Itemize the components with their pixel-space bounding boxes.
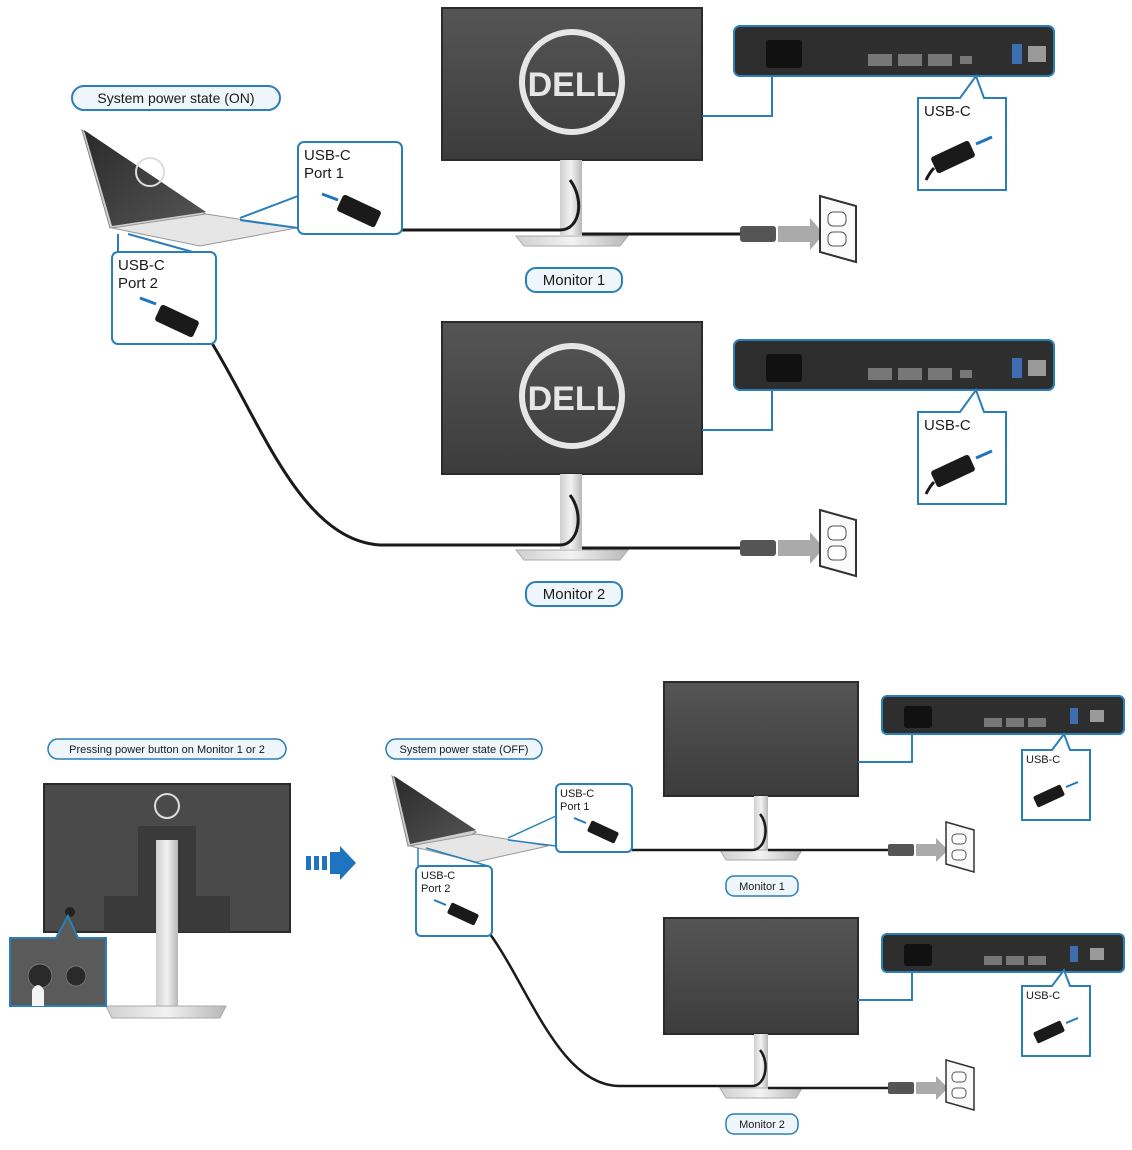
- bottom-monitor-1: [663, 681, 859, 861]
- svg-text:System power state (OFF): System power state (OFF): [400, 744, 529, 756]
- svg-text:USB-C: USB-C: [924, 417, 971, 434]
- bottom-usbc-port1-callout: USB-C Port 1: [507, 783, 633, 853]
- svg-text:System power state (ON): System power state (ON): [97, 90, 254, 106]
- bottom-monitor-2: [663, 917, 859, 1099]
- svg-text:Port 1: Port 1: [560, 801, 589, 813]
- top-monitor-2-label: Monitor 2: [525, 581, 623, 607]
- bottom-laptop: [391, 774, 549, 863]
- bottom-system-state-label: System power state (OFF): [385, 738, 543, 760]
- top-usbc-port2-callout: USB-C Port 2: [111, 233, 217, 345]
- top-monitor-1-port-panel: [733, 25, 1055, 77]
- bottom-monitor-1-usbc-callout: USB-C: [1021, 731, 1091, 821]
- top-monitor-2: DELL: [441, 321, 703, 561]
- svg-text:Monitor 1: Monitor 1: [739, 881, 785, 893]
- svg-text:Port 2: Port 2: [421, 883, 450, 895]
- svg-text:USB-C: USB-C: [924, 103, 971, 120]
- top-monitor-1-label: Monitor 1: [525, 267, 623, 293]
- svg-text:Monitor 2: Monitor 2: [543, 586, 606, 603]
- svg-text:USB-C: USB-C: [1026, 754, 1060, 766]
- bottom-monitor-2-port-panel: [881, 933, 1125, 973]
- top-laptop: [81, 128, 297, 247]
- bottom-usbc-port2-callout: USB-C Port 2: [415, 847, 493, 937]
- top-monitor-2-usbc-callout: USB-C: [917, 387, 1007, 505]
- top-monitor-1: DELL: [441, 7, 703, 247]
- svg-text:USB-C: USB-C: [1026, 990, 1060, 1002]
- top-system-state-label: System power state (ON): [71, 85, 281, 111]
- svg-text:Monitor 2: Monitor 2: [739, 1119, 785, 1131]
- bottom-monitor-2-usbc-callout: USB-C: [1021, 967, 1091, 1057]
- svg-text:USB-C: USB-C: [421, 870, 455, 882]
- dell-logo-icon: [519, 29, 625, 135]
- dell-logo-icon: [519, 343, 625, 449]
- dell-logo-text: DELL: [528, 66, 617, 104]
- top-power-outlet-2: [582, 508, 857, 578]
- svg-text:Monitor 1: Monitor 1: [543, 272, 606, 289]
- bottom-power-outlet-2: [768, 1059, 975, 1111]
- top-monitor-2-port-panel: [733, 339, 1055, 391]
- bottom-power-outlet-1: [768, 821, 975, 873]
- transition-arrow-icon: [306, 846, 356, 880]
- pressing-power-button-label: Pressing power button on Monitor 1 or 2: [47, 738, 287, 760]
- power-button-zoom-callout: [9, 913, 107, 1007]
- top-power-outlet-1: [582, 194, 857, 264]
- bottom-monitor-1-label: Monitor 1: [725, 875, 799, 897]
- svg-text:Pressing power button on Monit: Pressing power button on Monitor 1 or 2: [69, 744, 265, 756]
- svg-text:USB-C: USB-C: [304, 147, 351, 164]
- finger-icon: [32, 985, 44, 1006]
- svg-text:USB-C: USB-C: [560, 788, 594, 800]
- svg-text:Port 2: Port 2: [118, 275, 158, 292]
- monitor-back-view: [43, 783, 291, 1019]
- top-usbc-port1-callout: USB-C Port 1: [239, 141, 403, 235]
- dell-logo-text: DELL: [528, 380, 617, 418]
- bottom-monitor-1-port-panel: [881, 695, 1125, 735]
- top-monitor-1-usbc-callout: USB-C: [917, 73, 1007, 191]
- svg-text:USB-C: USB-C: [118, 257, 165, 274]
- svg-text:Port 1: Port 1: [304, 165, 344, 182]
- bottom-monitor-2-label: Monitor 2: [725, 1113, 799, 1135]
